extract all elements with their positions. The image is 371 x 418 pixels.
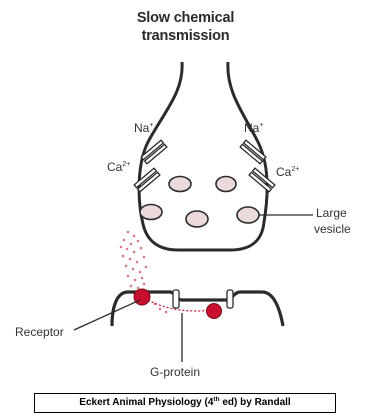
ca-label-right: Ca2+: [276, 165, 299, 179]
large-vesicle: [140, 205, 162, 220]
large-vesicle-label-line2: vesicle: [314, 222, 351, 236]
na-label-left: Na+: [134, 121, 153, 135]
g-protein-label: G-protein: [150, 365, 200, 379]
postsynaptic-channel-left: [173, 290, 179, 308]
large-vesicle: [216, 177, 236, 192]
ca-channel-right: [249, 168, 275, 192]
receptor-label: Receptor: [15, 325, 64, 339]
source-caption: Eckert Animal Physiology (4th ed) by Ran…: [34, 393, 336, 413]
receptor-leader: [74, 300, 140, 330]
large-vesicle-label-line1: Large: [316, 206, 347, 220]
postsynaptic-channel-right: [227, 290, 233, 308]
large-vesicle: [237, 207, 259, 223]
receptor-circle: [207, 304, 222, 319]
large-vesicle: [169, 177, 191, 192]
large-vesicle: [186, 211, 208, 227]
g-protein-connector: [148, 300, 214, 311]
na-label-right: Na+: [244, 121, 263, 135]
receptor-circle: [134, 289, 150, 305]
ca-label-left: Ca2+: [107, 160, 130, 174]
